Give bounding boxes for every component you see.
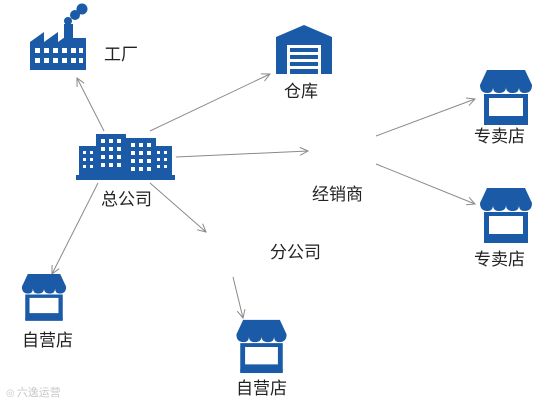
store-a-label: 专卖店 — [474, 127, 525, 147]
arrow-branch-to-self-store-bottom — [232, 276, 243, 318]
branch-office-label: 分公司 — [270, 243, 321, 263]
warehouse-icon — [276, 25, 332, 74]
distributor-label: 经销商 — [312, 185, 363, 205]
watermark: ◎六逸运营 — [6, 384, 61, 400]
storefront-icon — [480, 70, 532, 125]
watermark-logo-icon: ◎ — [6, 388, 15, 399]
arrow-headoffice-to-warehouse — [149, 74, 270, 132]
arrow-distributor-to-store-a — [375, 99, 475, 137]
factory-icon — [30, 3, 88, 70]
arrow-headoffice-to-factory — [77, 78, 105, 132]
storefront-icon — [480, 188, 532, 243]
head-office-label: 总公司 — [101, 190, 152, 210]
storefront-icon — [21, 274, 67, 321]
arrows — [52, 74, 475, 318]
arrow-headoffice-to-self-store-left — [52, 182, 99, 274]
warehouse-label: 仓库 — [284, 82, 318, 102]
store-b-label: 专卖店 — [474, 250, 525, 270]
storefront-icon — [236, 319, 287, 374]
office-building-icon — [76, 134, 175, 180]
arrow-distributor-to-store-b — [375, 163, 475, 204]
self-store-bottom-label: 自营店 — [236, 379, 287, 399]
watermark-text: 六逸运营 — [16, 386, 61, 399]
arrow-headoffice-to-distributor — [175, 151, 308, 158]
self-store-left-label: 自营店 — [22, 331, 73, 351]
factory-label: 工厂 — [104, 45, 138, 65]
arrow-headoffice-to-branch — [149, 182, 206, 232]
